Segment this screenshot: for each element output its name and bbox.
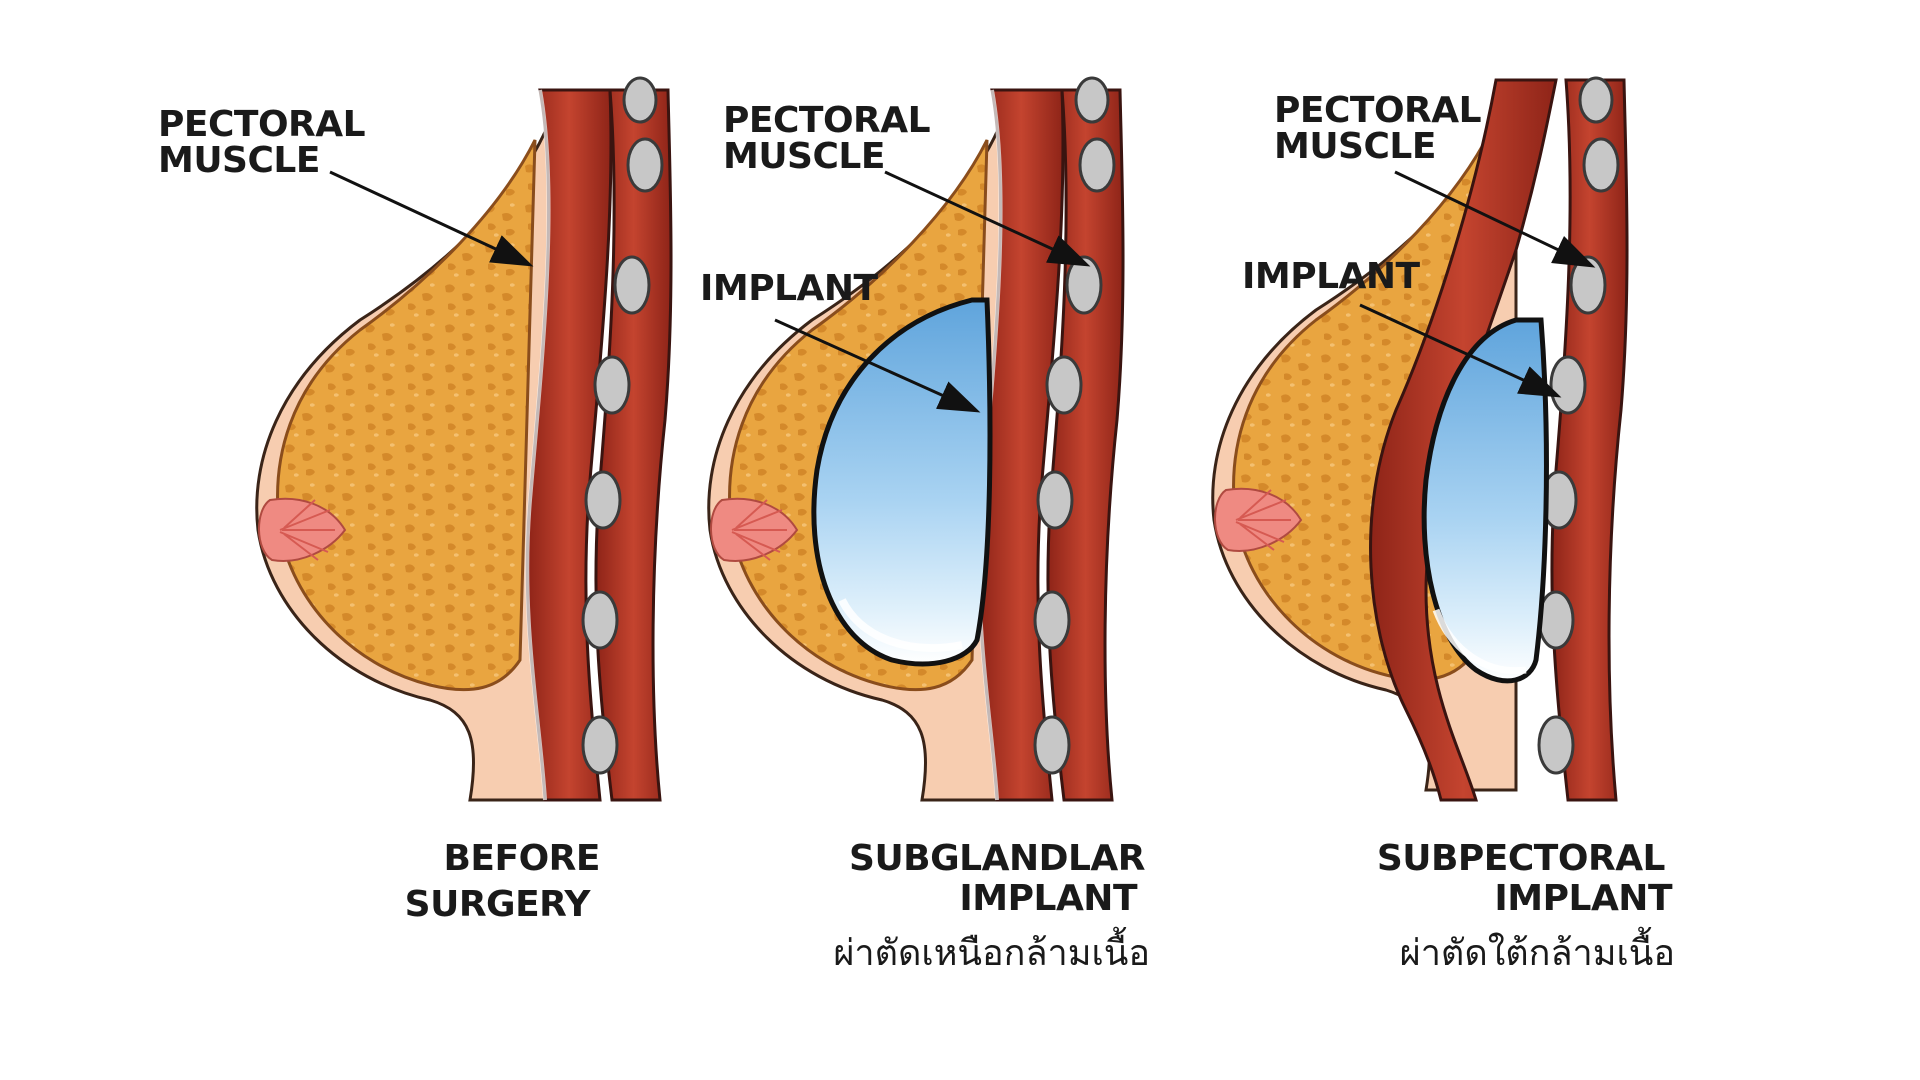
panel-caption: BEFORE SURGERY — [405, 838, 601, 925]
caption-line: IMPLANT — [959, 878, 1138, 919]
pointer-arrow — [774, 318, 981, 413]
label-line: MUSCLE — [1274, 126, 1436, 167]
pectoral-muscle-label: PECTORAL MUSCLE — [158, 104, 366, 181]
caption-line: BEFORE — [443, 838, 600, 879]
caption-line: SUBGLANDLAR — [849, 838, 1145, 879]
label-line: MUSCLE — [158, 140, 320, 181]
pointer-arrow — [1359, 303, 1562, 398]
pointer-arrow — [1394, 170, 1596, 268]
pointer-arrow — [329, 170, 534, 267]
panel-subpectoral: PECTORAL MUSCLE IMPLANT SUBPECTORAL IMPL… — [1211, 76, 1675, 974]
panel-subglandular: PECTORAL MUSCLE IMPLANT SUBGLANDLAR IMPL… — [700, 76, 1150, 974]
label-line: PECTORAL — [158, 104, 365, 145]
label-line: PECTORAL — [1274, 90, 1481, 131]
label-line: IMPLANT — [700, 268, 879, 309]
caption-thai: ผ่าตัดเหนือกล้ามเนื้อ — [833, 926, 1150, 974]
label-line: MUSCLE — [723, 136, 885, 177]
panel-caption: SUBPECTORAL IMPLANT ผ่าตัดใต้กล้ามเนื้อ — [1377, 838, 1675, 974]
caption-line: IMPLANT — [1494, 878, 1673, 919]
panel-before: PECTORAL MUSCLE BEFORE SURGERY — [158, 76, 674, 925]
implant-shape — [1421, 317, 1549, 684]
caption-line: SUBPECTORAL — [1377, 838, 1665, 879]
caption-line: SURGERY — [405, 884, 592, 925]
breast-illustration — [255, 76, 674, 802]
caption-thai: ผ่าตัดใต้กล้ามเนื้อ — [1400, 926, 1675, 974]
panel-caption: SUBGLANDLAR IMPLANT ผ่าตัดเหนือกล้ามเนื้… — [833, 838, 1150, 974]
pectoral-muscle-label: PECTORAL MUSCLE — [1274, 90, 1482, 167]
pectoral-muscle-label: PECTORAL MUSCLE — [723, 100, 931, 177]
label-line: IMPLANT — [1242, 256, 1421, 297]
pointer-arrow — [884, 170, 1091, 267]
implant-label: IMPLANT — [700, 268, 879, 309]
label-line: PECTORAL — [723, 100, 930, 141]
implant-label: IMPLANT — [1242, 256, 1421, 297]
breast-illustration — [1211, 76, 1629, 802]
